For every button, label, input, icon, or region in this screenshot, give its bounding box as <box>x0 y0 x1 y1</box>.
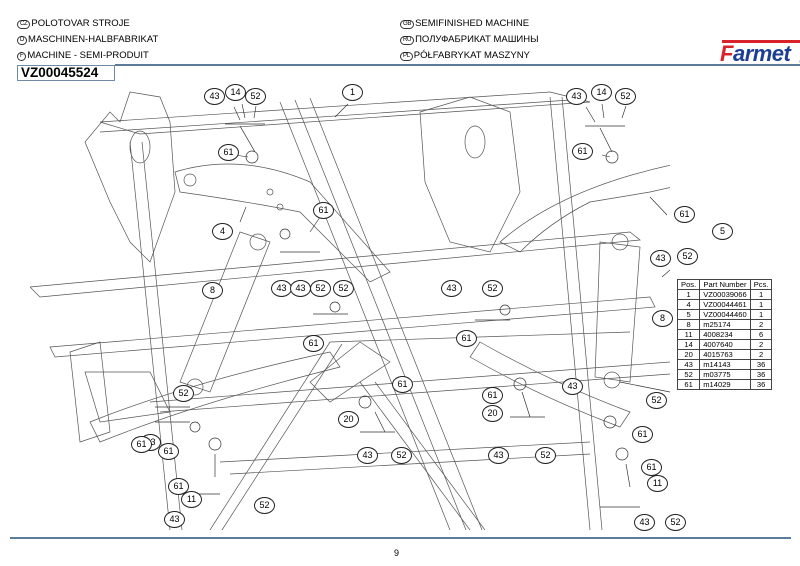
callout-43: 43 <box>650 250 671 267</box>
callout-61: 61 <box>456 330 477 347</box>
callout-43: 43 <box>271 280 292 297</box>
callout-52: 52 <box>677 248 698 265</box>
lang-badge-ru: RU <box>400 36 415 45</box>
callout-61: 61 <box>641 459 662 476</box>
callout-5: 5 <box>712 223 733 240</box>
callout-61: 61 <box>158 443 179 460</box>
lang-badge-gb: GB <box>400 20 415 29</box>
callout-61: 61 <box>303 335 324 352</box>
lang-badge-f: F <box>17 52 27 61</box>
callout-52: 52 <box>245 88 266 105</box>
callout-52: 52 <box>391 447 412 464</box>
callout-11: 11 <box>181 491 202 508</box>
hardware-pins <box>155 123 670 508</box>
callout-8: 8 <box>202 282 223 299</box>
arm-5 <box>499 164 670 253</box>
lower-links <box>89 341 631 443</box>
arm-4 <box>174 163 391 283</box>
callout-43: 43 <box>566 88 587 105</box>
callout-52: 52 <box>310 280 331 297</box>
footer-rule <box>10 537 791 539</box>
callout-61: 61 <box>131 436 152 453</box>
callout-14: 14 <box>225 84 246 101</box>
callout-20: 20 <box>338 411 359 428</box>
callout-43: 43 <box>204 88 225 105</box>
callout-43: 43 <box>357 447 378 464</box>
lang-badge-pl: PL <box>400 52 413 61</box>
callout-8: 8 <box>652 310 673 327</box>
right-bracket <box>419 96 521 253</box>
callout-43: 43 <box>164 511 185 528</box>
leader-lines <box>233 103 670 278</box>
callout-61: 61 <box>313 202 334 219</box>
callout-61: 61 <box>632 426 653 443</box>
col-pos: Pos. <box>676 279 701 290</box>
callout-52: 52 <box>535 447 556 464</box>
callout-52: 52 <box>615 88 636 105</box>
page-number: 9 <box>394 548 400 558</box>
callout-43: 43 <box>562 378 583 395</box>
farmet-logo: Farmet ® <box>718 40 800 70</box>
callout-52: 52 <box>254 497 275 514</box>
callout-20: 20 <box>482 405 503 422</box>
lang-badge-cz: CZ <box>17 20 31 29</box>
callout-43: 43 <box>441 280 462 297</box>
callout-43: 43 <box>634 514 655 531</box>
callout-61: 61 <box>218 144 239 161</box>
callout-52: 52 <box>173 385 194 402</box>
parts-table-header: Pos. Part Number Pcs. <box>676 279 773 290</box>
callout-61: 61 <box>674 206 695 223</box>
callout-61: 61 <box>168 478 189 495</box>
lang-badge-d: D <box>17 36 28 45</box>
callout-1: 1 <box>342 84 363 101</box>
col-part-number: Part Number <box>699 279 751 290</box>
logo-red-bar <box>722 40 800 43</box>
logo-text: Farmet <box>720 41 791 66</box>
callout-61: 61 <box>482 387 503 404</box>
callout-61: 61 <box>392 376 413 393</box>
callout-52: 52 <box>665 514 686 531</box>
callout-43: 43 <box>290 280 311 297</box>
left-bracket <box>69 91 176 443</box>
callout-52: 52 <box>333 280 354 297</box>
cylinder-right <box>594 233 641 389</box>
callout-52: 52 <box>482 280 503 297</box>
cylinder-left <box>179 231 271 396</box>
callout-43: 43 <box>488 447 509 464</box>
callout-11: 11 <box>647 475 668 492</box>
header-rule <box>115 64 800 66</box>
document-code: VZ00045524 <box>17 65 115 81</box>
callout-52: 52 <box>646 392 667 409</box>
callout-61: 61 <box>572 143 593 160</box>
frame-beams <box>30 91 670 530</box>
callout-4: 4 <box>212 223 233 240</box>
callout-14: 14 <box>591 84 612 101</box>
col-pcs: Pcs. <box>749 279 773 290</box>
